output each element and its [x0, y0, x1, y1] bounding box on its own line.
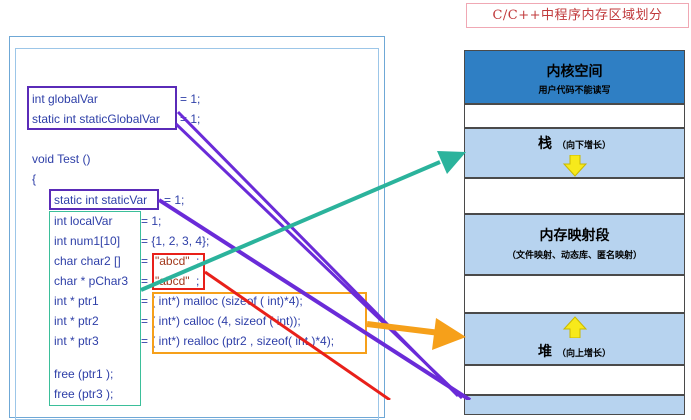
- char2-string: "abcd": [155, 254, 190, 268]
- char2-eq: =: [141, 254, 149, 268]
- char2-decl: char char2 []: [54, 254, 121, 268]
- up-arrow-icon: [562, 316, 587, 338]
- heap-arrow-line: [366, 321, 441, 336]
- stack-label: 栈: [537, 136, 552, 152]
- heap-segment: 堆 （向上增长）: [464, 313, 685, 365]
- stack-label-row: 栈 （向下增长）: [465, 133, 684, 153]
- mapping-arrows: [140, 110, 472, 400]
- stack-note: （向下增长）: [557, 141, 612, 151]
- string-literal-box: [152, 253, 205, 290]
- stack-segment: 栈 （向下增长）: [464, 128, 685, 178]
- num1-decl: int num1[10]: [54, 234, 121, 248]
- static-local-box: [49, 189, 159, 210]
- pchar3-semicolon: ;: [196, 274, 200, 288]
- free-ptr3: free (ptr3 );: [54, 387, 114, 401]
- local-var-init: = 1;: [141, 214, 162, 228]
- static-var-init: = 1;: [164, 193, 185, 207]
- static-global-var-decl: static int staticGlobalVar: [32, 112, 160, 126]
- free-ptr1: free (ptr1 );: [54, 367, 114, 381]
- globals-box: [27, 86, 177, 130]
- ptr3-decl: int * ptr3: [54, 334, 99, 348]
- blank-segment-2: [464, 178, 685, 214]
- heap-note: （向上增长）: [557, 349, 612, 359]
- function-header: void Test (): [32, 152, 91, 166]
- mmap-segment: 内存映射段 （文件映射、动态库、匿名映射）: [464, 214, 685, 275]
- pchar3-eq: =: [141, 274, 149, 288]
- blank-segment-1: [464, 104, 685, 128]
- ptr1-decl: int * ptr1: [54, 294, 99, 308]
- kernel-space-note: 用户代码不能读写: [538, 86, 611, 96]
- down-arrow-icon: [562, 155, 587, 177]
- diagram-title: C/C++中程序内存区域划分: [466, 3, 689, 28]
- num1-init: = {1, 2, 3, 4};: [141, 234, 210, 248]
- heap-arrowhead: [432, 318, 466, 350]
- mmap-label: 内存映射段: [539, 228, 610, 244]
- static-local-arrow-line: [157, 198, 472, 400]
- heap-label: 堆: [537, 344, 552, 360]
- static-var-decl: static int staticVar: [54, 193, 148, 207]
- blank-segment-4: [464, 365, 685, 395]
- mmap-note: （文件映射、动态库、匿名映射）: [506, 251, 642, 261]
- static-global-arrow-line: [174, 122, 464, 400]
- string-arrow-line: [204, 270, 391, 400]
- pchar3-string: "abcd": [155, 274, 190, 288]
- kernel-space-label: 内核空间: [546, 64, 603, 80]
- global-var-decl: int globalVar: [32, 92, 98, 106]
- ptr3-init: = ( int*) realloc (ptr2 , sizeof( int )*…: [141, 334, 335, 348]
- open-brace: {: [32, 172, 37, 186]
- char2-semicolon: ;: [196, 254, 200, 268]
- heap-alloc-box: [152, 292, 367, 354]
- global-var-init: = 1;: [180, 92, 201, 106]
- ptr2-decl: int * ptr2: [54, 314, 99, 328]
- local-var-decl: int localVar: [54, 214, 113, 228]
- stack-arrowhead: [437, 151, 466, 174]
- pchar3-decl: char * pChar3: [54, 274, 129, 288]
- memory-layout: 内核空间 用户代码不能读写 栈 （向下增长） 内存映射段 （文件映射、动态库、匿…: [464, 50, 687, 415]
- stack-arrow-line: [140, 160, 441, 292]
- blank-segment-3: [464, 275, 685, 313]
- heap-label-row: 堆 （向上增长）: [465, 341, 684, 361]
- kernel-space-segment: 内核空间 用户代码不能读写: [464, 50, 685, 104]
